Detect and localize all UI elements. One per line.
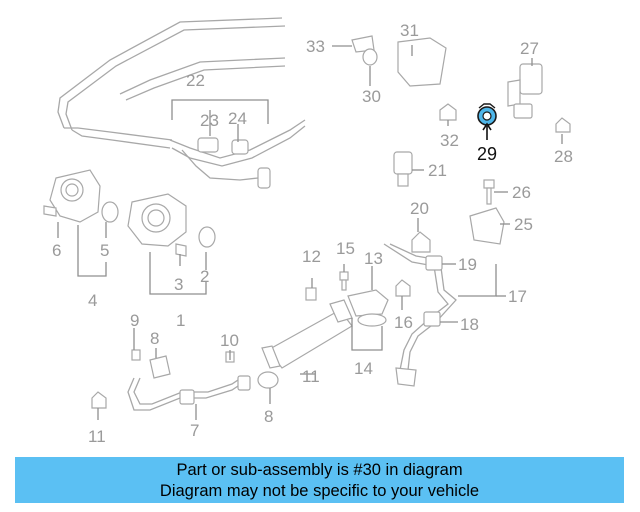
callout-15: 14 [354, 359, 373, 378]
callout-31: 30 [362, 87, 381, 106]
callout-23: 22 [186, 71, 205, 90]
bracket-26 [469, 207, 505, 245]
callout-12: 11 [302, 367, 320, 386]
callout-10: 10 [220, 331, 239, 350]
bolt-16 [339, 271, 349, 291]
callout-1: 1 [176, 311, 185, 330]
part-4-housing [43, 169, 119, 223]
bolt-27 [483, 179, 495, 205]
callout-16: 15 [336, 239, 355, 258]
part-28-valve [507, 63, 543, 119]
callout-2: 2 [200, 267, 209, 286]
callout-9: 9 [130, 311, 139, 330]
callout-8-left: 8 [150, 329, 159, 348]
callout-4: 4 [88, 291, 97, 310]
nut-17 [395, 279, 411, 297]
nut-21 [411, 231, 431, 253]
part-32-shield [351, 35, 447, 87]
callout-17: 16 [394, 313, 413, 332]
callout-30: 29 [477, 144, 497, 164]
part-14-flange [347, 289, 389, 327]
callout-34: 33 [306, 37, 325, 56]
callout-25: 24 [228, 109, 247, 128]
bolt-13 [305, 287, 317, 301]
nut-11 [91, 391, 107, 409]
nut-33 [439, 103, 457, 121]
callout-11-visible: 11 [88, 427, 106, 446]
leader-lines [57, 45, 563, 420]
pipe-assembly-23 [57, 17, 306, 189]
callout-6: 6 [52, 241, 61, 260]
callout-5: 5 [100, 241, 109, 260]
pipe-7 [127, 375, 251, 411]
highlighted-part-30 [477, 103, 497, 126]
part-22-solenoid [393, 151, 413, 187]
callout-14: 13 [364, 249, 383, 268]
callout-26: 25 [514, 215, 533, 234]
callout-19: 18 [460, 315, 479, 334]
egr-pipe-18 [383, 243, 457, 387]
banner-line-2: Diagram may not be specific to your vehi… [159, 482, 480, 500]
info-banner: Part or sub-assembly is #30 in diagram D… [15, 457, 624, 503]
part-12-cooler [261, 299, 353, 369]
callout-22: 21 [428, 161, 447, 180]
banner-line-1: Part or sub-assembly is #30 in diagram [176, 461, 463, 479]
callout-labels: 22 23 24 6 5 4 3 2 1 33 31 30 27 32 29 2… [52, 21, 573, 446]
gasket-8 [149, 355, 279, 389]
parts-diagram: 22 23 24 6 5 4 3 2 1 33 31 30 27 32 29 2… [43, 17, 573, 446]
callout-24: 23 [200, 111, 219, 130]
callout-21: 20 [410, 199, 429, 218]
callout-32: 31 [400, 21, 419, 40]
callout-7: 7 [190, 421, 199, 440]
callout-8-right: 8 [264, 407, 273, 426]
callout-20: 19 [458, 255, 477, 274]
callout-3: 3 [174, 275, 183, 294]
callout-27: 26 [512, 183, 531, 202]
part-1-housing [127, 193, 216, 257]
bolt-9 [131, 349, 141, 361]
nut-29 [555, 117, 571, 133]
callout-33: 32 [440, 131, 459, 150]
callout-13: 12 [302, 247, 321, 266]
callout-29: 28 [554, 147, 573, 166]
callout-28: 27 [520, 39, 539, 58]
callout-18: 17 [508, 287, 527, 306]
